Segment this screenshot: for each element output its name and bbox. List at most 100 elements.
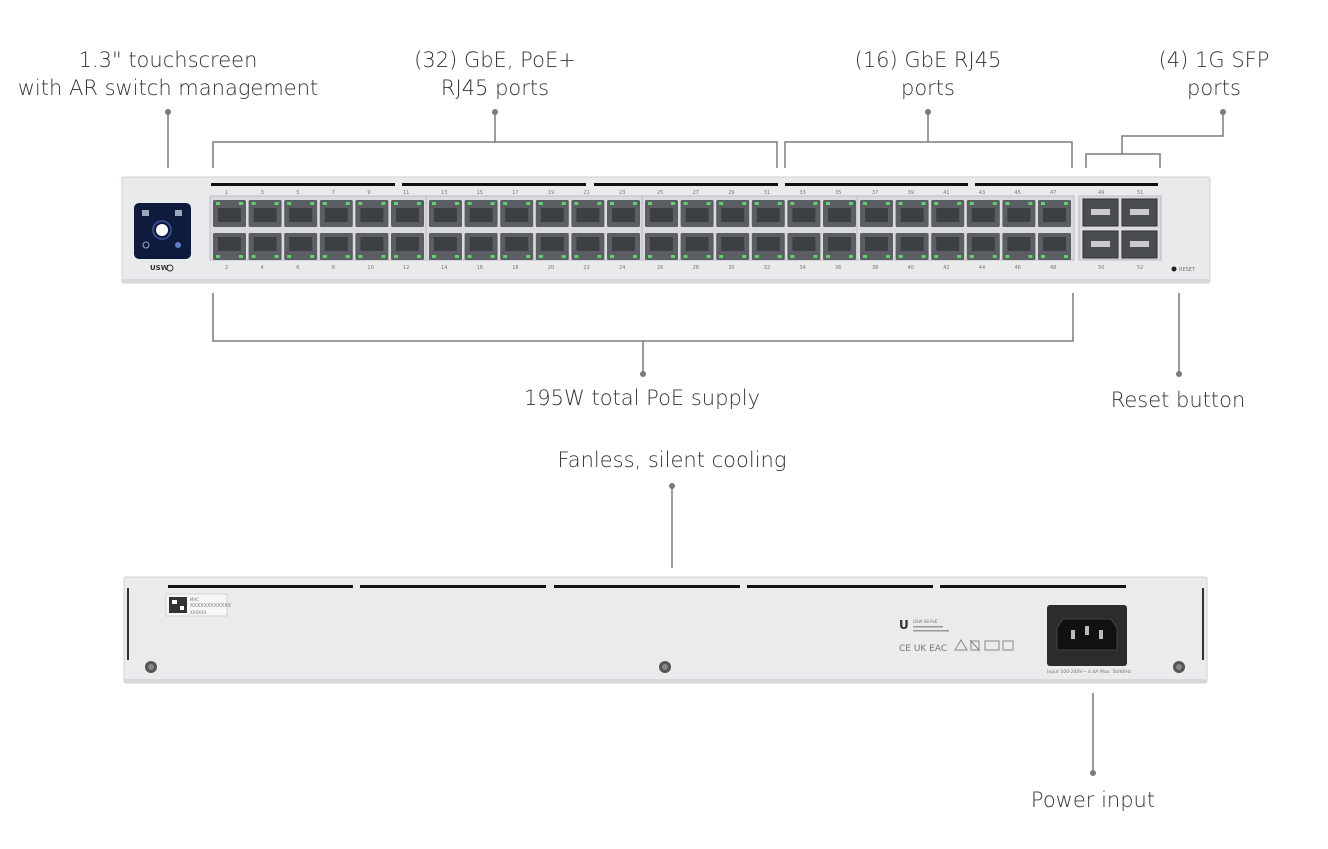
port-led xyxy=(1041,255,1045,258)
top-strips xyxy=(211,183,1158,186)
rj45-port-opening xyxy=(540,237,564,251)
qr-code-icon xyxy=(169,597,187,613)
port-led xyxy=(1028,202,1033,205)
rj45-port-opening xyxy=(756,208,780,222)
touchscreen-ring-icon xyxy=(152,220,172,240)
port-number-label: 37 xyxy=(872,190,878,196)
port-led xyxy=(345,255,350,258)
cooling-callout: Fanless, silent cooling xyxy=(557,448,787,472)
port-led xyxy=(671,255,675,258)
rj45-port-opening xyxy=(324,208,348,222)
rj45-port-opening xyxy=(792,237,816,251)
port-led xyxy=(381,202,386,205)
port-led xyxy=(777,255,782,258)
port-led xyxy=(742,202,747,205)
touchscreen-center-icon xyxy=(156,224,168,236)
touchscreen[interactable] xyxy=(134,203,191,259)
port-led xyxy=(886,255,890,258)
rj45-port-opening xyxy=(505,208,529,222)
sfp-port-latch xyxy=(1130,209,1149,215)
rj45-port-opening xyxy=(434,237,457,251)
port-number-label: 22 xyxy=(583,265,589,271)
sticker-line3: XXXXXX xyxy=(190,610,207,615)
rear-panel: MAC XXXXXXXXXXXX XXXXXX U USW-48-PoE CE … xyxy=(123,576,1208,684)
sfp-ports-bracket xyxy=(1085,153,1161,168)
socket-pin xyxy=(1099,630,1103,639)
port-led xyxy=(394,202,398,205)
qr-code-detail xyxy=(180,606,184,610)
port-led xyxy=(706,202,711,205)
rj45-port-opening xyxy=(218,208,241,222)
rj45-port-opening xyxy=(828,237,851,251)
poe-supply-callout: 195W total PoE supply xyxy=(523,386,761,410)
port-number-label: 35 xyxy=(835,190,841,196)
port-led xyxy=(969,202,974,205)
port-number-label: 10 xyxy=(367,265,373,271)
port-number-label: 20 xyxy=(548,265,554,271)
rj45-port-opening xyxy=(253,237,277,251)
port-led xyxy=(322,202,327,205)
poe-ports-bracket xyxy=(212,141,778,168)
port-led xyxy=(490,202,495,205)
port-number-label: 7 xyxy=(332,190,335,196)
leader-dot xyxy=(1220,109,1226,115)
rj45-port-opening xyxy=(650,208,673,222)
port-led xyxy=(432,202,436,205)
port-number-label: 32 xyxy=(764,265,770,271)
gbe-ports-callout-line1: (16) GbE RJ45 xyxy=(854,48,1002,72)
qr-code-detail xyxy=(172,600,177,604)
vent-slots xyxy=(168,585,1126,588)
port-number-label: 12 xyxy=(403,265,409,271)
leader-dot xyxy=(1176,371,1182,377)
port-led xyxy=(1005,255,1010,258)
port-number-label: 15 xyxy=(477,190,483,196)
leader-dot xyxy=(492,109,498,115)
port-led xyxy=(538,202,543,205)
port-number-label: 40 xyxy=(908,265,914,271)
port-number-label: 19 xyxy=(548,190,554,196)
sfp-ports-callout-line1: (4) 1G SFP xyxy=(1158,48,1270,72)
port-led xyxy=(467,255,472,258)
port-number-label: 14 xyxy=(441,265,447,271)
port-led xyxy=(957,255,962,258)
leader-dot xyxy=(640,371,646,377)
port-number-label: 11 xyxy=(403,190,409,196)
socket-pin xyxy=(1085,626,1089,635)
sfp-port[interactable] xyxy=(1121,230,1158,259)
port-led xyxy=(251,202,256,205)
rj45-port-opening xyxy=(971,237,995,251)
port-led xyxy=(251,255,256,258)
port-led xyxy=(417,255,421,258)
port-led xyxy=(239,255,243,258)
rj45-port-opening xyxy=(685,237,709,251)
port-led xyxy=(310,202,315,205)
sfp-ports-leader xyxy=(1121,112,1224,154)
port-led xyxy=(1064,202,1068,205)
rj45-port-opening xyxy=(289,208,313,222)
weee-cross-icon xyxy=(969,639,981,652)
gbe-ports-callout: (16) GbE RJ45 ports xyxy=(828,46,1028,102)
port-led xyxy=(490,255,495,258)
port-number-label: 36 xyxy=(835,265,841,271)
rear-chassis-bottom-edge xyxy=(124,679,1207,683)
power-inlet[interactable] xyxy=(1047,605,1127,666)
port-number-label: 16 xyxy=(477,265,483,271)
port-number-label: 27 xyxy=(693,190,699,196)
sticker-line2: XXXXXXXXXXXX xyxy=(190,603,232,609)
vent-slot xyxy=(168,585,353,588)
screw-head xyxy=(662,664,668,670)
recycle-mark-icon xyxy=(1002,640,1014,651)
vent-slot xyxy=(940,585,1126,588)
weee-bin-icon xyxy=(970,640,980,651)
sfp-port-latch xyxy=(1091,241,1110,247)
touchscreen-device-icon xyxy=(142,210,149,216)
rj45-port-opening xyxy=(685,208,709,222)
port-led xyxy=(287,202,292,205)
port-led xyxy=(597,255,602,258)
top-strip xyxy=(594,183,778,186)
port-led xyxy=(706,255,711,258)
reset-button[interactable] xyxy=(1171,266,1177,272)
port-number-label: 6 xyxy=(296,265,299,271)
port-led xyxy=(561,255,566,258)
rj45-port-opening xyxy=(828,208,851,222)
